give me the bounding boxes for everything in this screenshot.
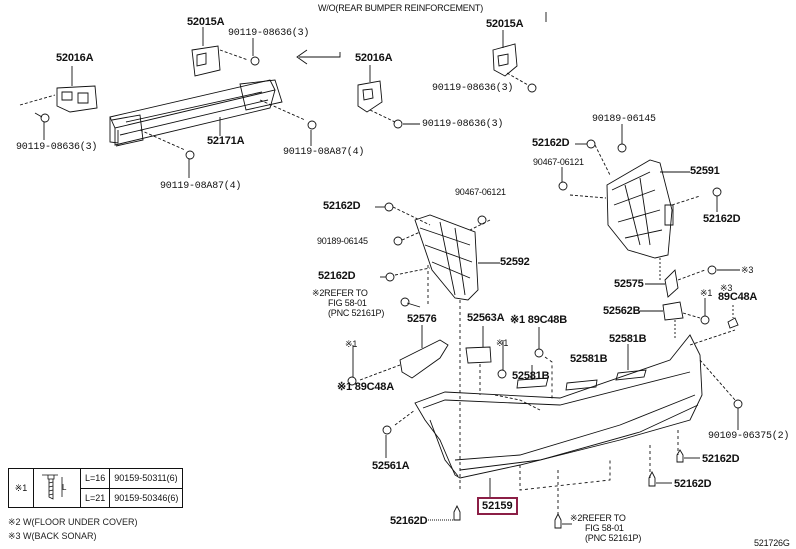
part-label-52016A[interactable]: 52016A	[56, 52, 94, 64]
mark-note-1: ※1	[700, 288, 713, 298]
part-label-90467-06121[interactable]: 90467-06121	[455, 187, 506, 197]
bracket-52015A-left	[191, 27, 260, 77]
mark-note-3: ※3	[741, 265, 754, 275]
part-label-52162D[interactable]: 52162D	[532, 137, 570, 149]
clip-89C48B	[534, 348, 544, 358]
bracket-52575	[645, 265, 740, 298]
part-label-52162D[interactable]: 52162D	[318, 270, 356, 282]
bracket-52015A-right	[492, 30, 537, 93]
part-label-52591[interactable]: 52591	[690, 165, 720, 177]
part-label-52581B[interactable]: 52581B	[512, 370, 550, 382]
part-label-89C48B[interactable]: ※1 89C48B	[510, 314, 567, 326]
part-label-52581B[interactable]: 52581B	[570, 353, 608, 365]
refer-fig-link[interactable]: FIG 58-01	[585, 523, 624, 533]
bracket-52016A-left	[19, 66, 98, 140]
part-label-89C48A[interactable]: ※1 89C48A	[337, 381, 394, 393]
part-label-bolt[interactable]: 90119-08A87(4)	[160, 181, 242, 192]
part-label-52016A[interactable]: 52016A	[355, 52, 393, 64]
part-label-90189-06145[interactable]: 90189-06145	[592, 114, 656, 125]
part-label-52576[interactable]: 52576	[407, 313, 437, 325]
part-label-52575[interactable]: 52575	[614, 278, 644, 290]
section-title: W/O(REAR BUMPER REINFORCEMENT)	[318, 3, 484, 13]
part-label-52162D[interactable]: 52162D	[703, 213, 741, 225]
refer-note: ※2REFER TO	[570, 513, 626, 523]
footnote: ※2 W(FLOOR UNDER COVER)	[8, 517, 138, 527]
mark-note-3: ※3	[720, 283, 733, 293]
mark-note-1: ※1	[345, 339, 358, 349]
part-label-90109-06375[interactable]: 90109-06375(2)	[708, 431, 790, 442]
part-label-52015A[interactable]: 52015A	[486, 18, 524, 30]
part-label-90189-06145[interactable]: 90189-06145	[317, 236, 368, 246]
legend-length: L=21	[79, 487, 111, 508]
refer-fig-link[interactable]: FIG 58-01	[328, 298, 367, 308]
part-label-52162D[interactable]: 52162D	[702, 453, 740, 465]
bracket-52576	[347, 325, 449, 386]
highlighted-part-52159[interactable]: 52159	[477, 497, 518, 515]
part-label-52592[interactable]: 52592	[500, 256, 530, 268]
part-label-52561A[interactable]: 52561A	[372, 460, 410, 472]
reinforcement-beam-52171A	[109, 79, 317, 178]
dimension-label: L	[62, 483, 67, 492]
refer-pnc: (PNC 52161P)	[585, 533, 642, 543]
legend-mark: ※1	[8, 468, 34, 508]
side-bracket-52591	[558, 124, 722, 280]
part-label-52171A[interactable]: 52171A	[207, 135, 245, 147]
part-label-52562B[interactable]: 52562B	[603, 305, 641, 317]
side-bracket-52592	[375, 202, 500, 490]
part-label-52563A[interactable]: 52563A	[467, 312, 505, 324]
part-label-bolt[interactable]: 90119-08A87(4)	[283, 147, 365, 158]
bumper-cover-52159	[382, 329, 743, 515]
bracket-52016A-mid	[357, 65, 420, 129]
part-label-bolt[interactable]: 90119-08636(3)	[228, 28, 310, 39]
part-label-bolt[interactable]: 90119-08636(3)	[16, 142, 98, 153]
arrow-icon	[296, 49, 341, 65]
part-label-52015A[interactable]: 52015A	[187, 16, 225, 28]
part-label-bolt[interactable]: 90119-08636(3)	[432, 83, 514, 94]
part-label-52581B[interactable]: 52581B	[609, 333, 647, 345]
refer-pnc: (PNC 52161P)	[328, 308, 385, 318]
part-label-89C48A[interactable]: 89C48A	[718, 291, 758, 303]
mark-note-1: ※1	[496, 338, 509, 348]
bracket-52562B	[640, 298, 739, 340]
legend-part-number[interactable]: 90159-50346(6)	[109, 487, 184, 508]
part-label-52162D[interactable]: 52162D	[390, 515, 428, 527]
part-label-52162D[interactable]: 52162D	[674, 478, 712, 490]
fastener-legend-table: ※1 L L=16 90159-50311(6) L=21 90159-5034…	[8, 468, 184, 508]
legend-length: L=16	[79, 468, 111, 489]
refer-note: ※2REFER TO	[312, 288, 368, 298]
figure-id: 521726G	[754, 538, 790, 548]
part-label-52162D[interactable]: 52162D	[323, 200, 361, 212]
screw-icon: L	[33, 468, 81, 508]
part-label-90467-06121[interactable]: 90467-06121	[533, 157, 584, 167]
legend-part-number[interactable]: 90159-50311(6)	[109, 468, 184, 489]
clip-52162D-bottom	[428, 449, 700, 529]
sensor-52563A	[465, 326, 507, 395]
footnote: ※3 W(BACK SONAR)	[8, 531, 97, 541]
part-label-bolt[interactable]: 90119-08636(3)	[422, 119, 504, 130]
